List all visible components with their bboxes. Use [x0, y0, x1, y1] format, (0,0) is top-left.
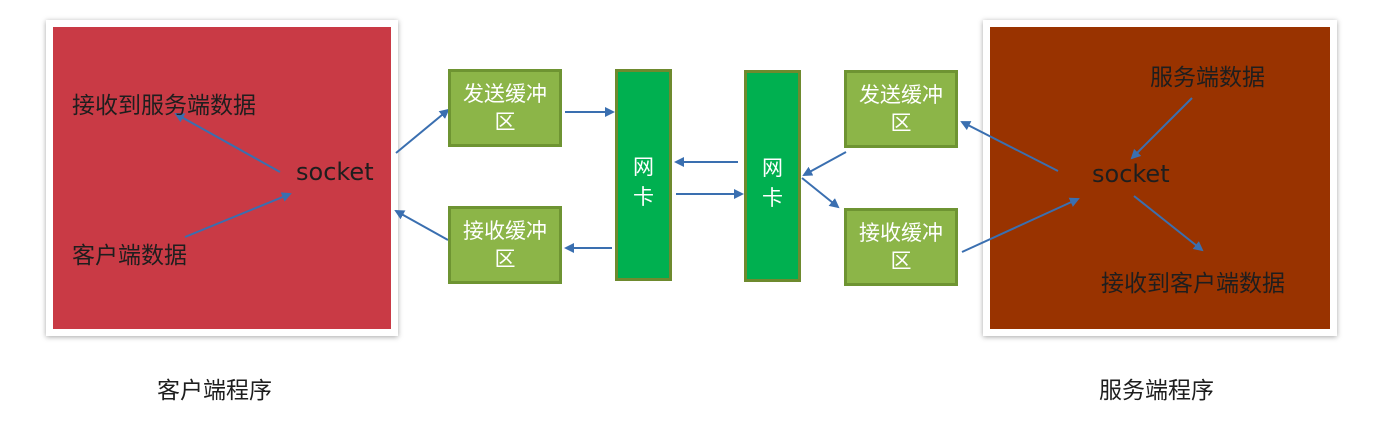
client-program-box [46, 20, 398, 336]
arrow-right-nic-to-server-recv [801, 177, 840, 209]
server-send-buffer: 发送缓冲区 [844, 70, 958, 148]
server-network-card-label: 网卡 [762, 156, 783, 210]
server-data-label: 服务端数据 [1150, 65, 1265, 91]
client-received-data-label: 接收到服务端数据 [72, 93, 256, 119]
client-program-caption: 客户端程序 [157, 378, 272, 404]
client-send-buffer-label: 发送缓冲区 [463, 82, 547, 134]
server-network-card: 网卡 [744, 70, 801, 282]
server-program-box [983, 20, 1337, 336]
server-receive-buffer: 接收缓冲区 [844, 208, 958, 286]
client-socket-label: socket [296, 158, 374, 186]
arrow-recv-buffer-to-client [394, 210, 449, 241]
arrow-server-send-to-right-nic [802, 151, 847, 176]
server-send-buffer-label: 发送缓冲区 [859, 83, 943, 135]
client-data-label: 客户端数据 [72, 243, 187, 269]
arrow-client-to-send-buffer [395, 108, 450, 154]
client-network-card: 网卡 [615, 69, 672, 281]
server-socket-label: socket [1092, 160, 1170, 188]
server-program-caption: 服务端程序 [1099, 378, 1214, 404]
client-network-card-label: 网卡 [633, 155, 654, 209]
client-receive-buffer-label: 接收缓冲区 [463, 219, 547, 271]
client-receive-buffer: 接收缓冲区 [448, 206, 562, 284]
server-receive-buffer-label: 接收缓冲区 [859, 221, 943, 273]
server-received-data-label: 接收到客户端数据 [1101, 271, 1285, 297]
client-send-buffer: 发送缓冲区 [448, 69, 562, 147]
